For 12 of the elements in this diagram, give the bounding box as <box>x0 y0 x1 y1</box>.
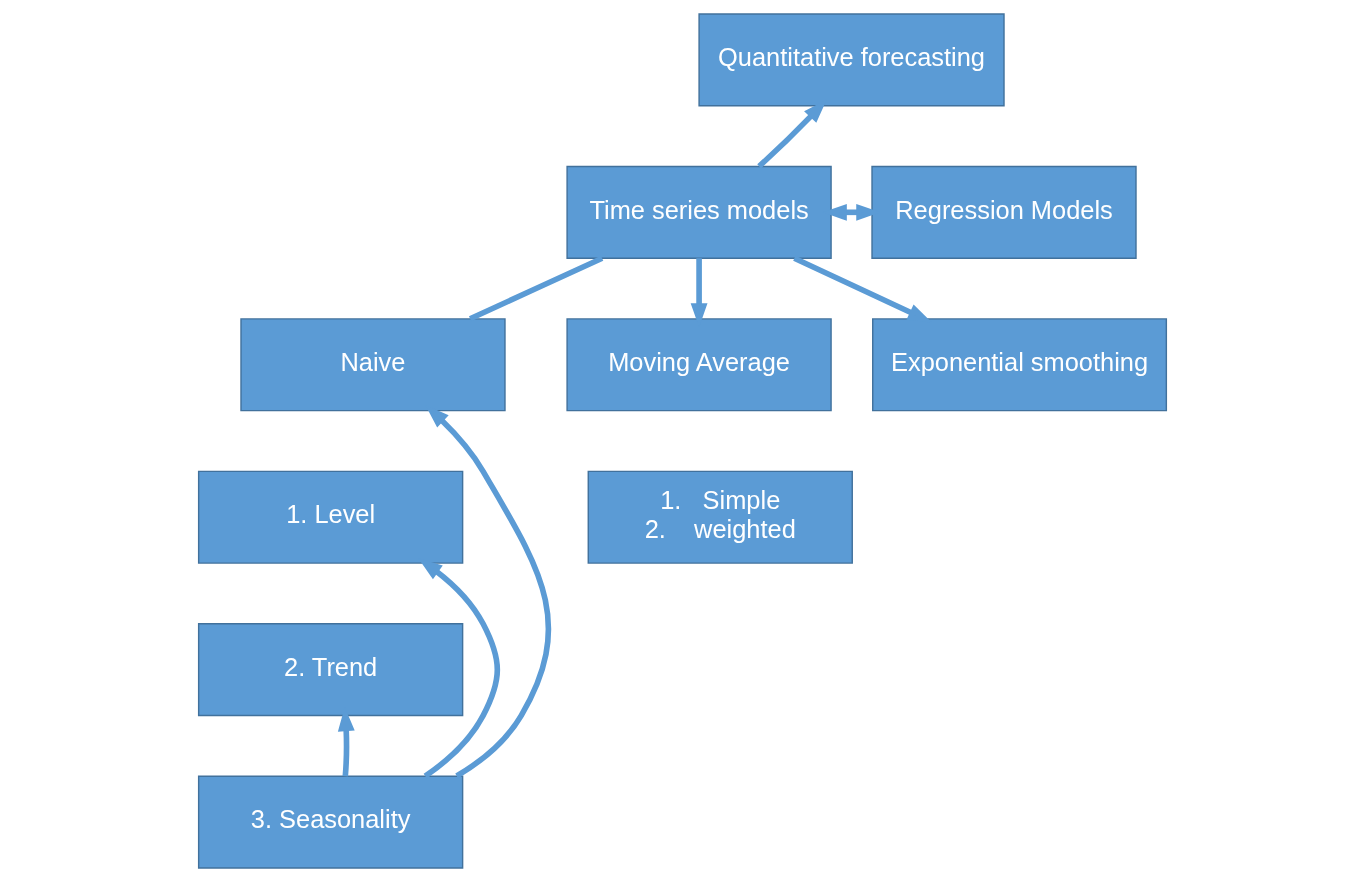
node-box: 1. Level <box>197 470 463 564</box>
node-box: Quantitative forecasting <box>697 13 1005 107</box>
arrow <box>792 255 932 323</box>
node-box: Time series models <box>565 165 832 259</box>
node-box: 1. Simple 2. weighted <box>587 470 853 564</box>
node-box: 3. Seasonality <box>197 775 463 869</box>
node-box: Regression Models <box>870 165 1137 259</box>
node-box: Exponential smoothing <box>871 318 1167 412</box>
node-box: Naive <box>239 318 506 412</box>
node-box: Moving Average <box>565 318 832 412</box>
node-box: 2. Trend <box>197 623 463 717</box>
connector <box>468 255 603 322</box>
